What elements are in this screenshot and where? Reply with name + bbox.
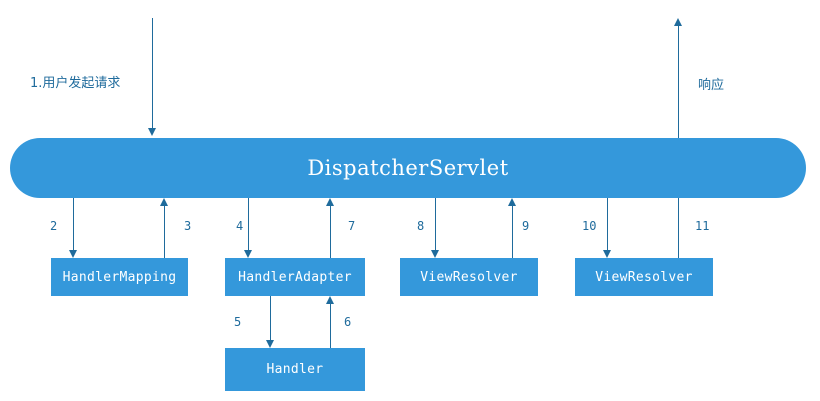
step-5-arrow-head xyxy=(266,340,274,348)
dispatcher-servlet-node[interactable]: DispatcherServlet xyxy=(10,138,806,198)
step-10-line xyxy=(607,198,608,250)
step-3-arrow-head xyxy=(160,198,168,206)
request-arrow-line xyxy=(152,18,153,130)
step-6-line xyxy=(330,304,331,348)
response-arrow-line xyxy=(678,26,679,164)
step-3-line xyxy=(164,206,165,258)
step-5-line xyxy=(270,296,271,340)
step-11-line xyxy=(678,198,679,258)
step-9-number: 9 xyxy=(522,219,530,233)
step-4-arrow-head xyxy=(244,250,252,258)
step-10-number: 10 xyxy=(582,219,597,233)
step-2-number: 2 xyxy=(50,219,58,233)
step-6-number: 6 xyxy=(344,315,352,329)
view-resolver-2-node[interactable]: ViewResolver xyxy=(575,258,713,296)
dispatcher-servlet-label: DispatcherServlet xyxy=(307,156,509,180)
handler-node[interactable]: Handler xyxy=(225,348,365,391)
handler-adapter-label: HandlerAdapter xyxy=(238,269,352,285)
handler-adapter-node[interactable]: HandlerAdapter xyxy=(225,258,365,296)
step-2-arrow-head xyxy=(69,250,77,258)
step-5-number: 5 xyxy=(234,315,242,329)
step-7-number: 7 xyxy=(348,219,356,233)
step-6-arrow-head xyxy=(326,296,334,304)
step-9-line xyxy=(512,206,513,258)
request-label: 1.用户发起请求 xyxy=(30,76,121,91)
view-resolver-1-label: ViewResolver xyxy=(420,269,518,285)
step-11-number: 11 xyxy=(695,219,710,233)
step-4-line xyxy=(248,198,249,250)
view-resolver-1-node[interactable]: ViewResolver xyxy=(400,258,538,296)
view-resolver-2-label: ViewResolver xyxy=(595,269,693,285)
response-label: 响应 xyxy=(698,78,725,93)
step-8-number: 8 xyxy=(417,219,425,233)
step-4-number: 4 xyxy=(236,219,244,233)
step-8-arrow-head xyxy=(431,250,439,258)
response-arrow-head xyxy=(674,18,682,26)
step-8-line xyxy=(435,198,436,250)
handler-mapping-node[interactable]: HandlerMapping xyxy=(51,258,188,296)
step-2-line xyxy=(73,198,74,250)
request-arrow-head xyxy=(148,128,156,136)
handler-mapping-label: HandlerMapping xyxy=(62,269,177,285)
step-7-arrow-head xyxy=(326,198,334,206)
step-7-line xyxy=(330,206,331,258)
step-10-arrow-head xyxy=(603,250,611,258)
step-3-number: 3 xyxy=(184,219,192,233)
handler-label: Handler xyxy=(266,362,324,377)
step-9-arrow-head xyxy=(508,198,516,206)
